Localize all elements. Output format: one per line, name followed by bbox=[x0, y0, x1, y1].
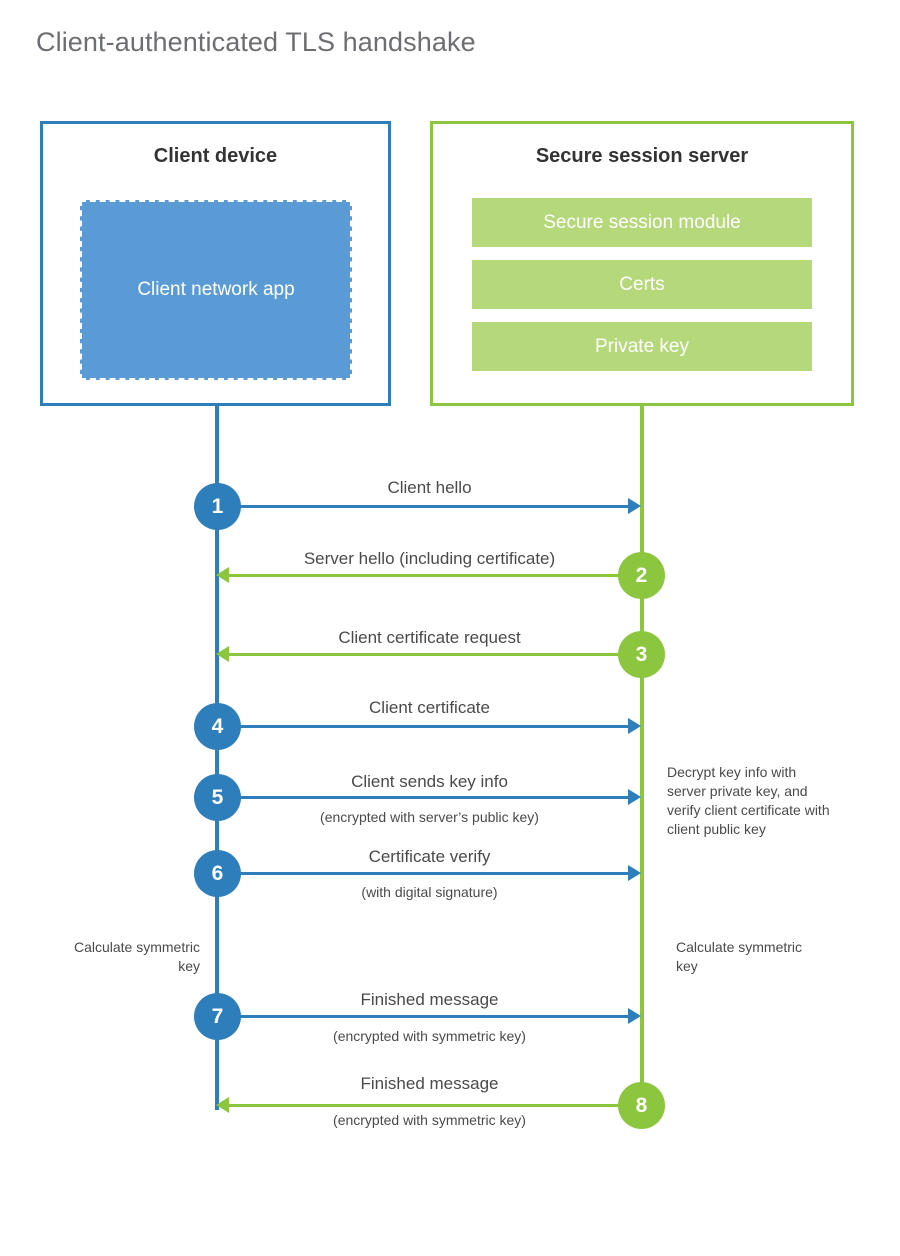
step-1-arrow-head bbox=[628, 498, 641, 514]
step-6-arrow-line bbox=[219, 872, 631, 875]
step-8-badge: 8 bbox=[618, 1082, 665, 1129]
server-decrypt-annotation: Decrypt key info with server private key… bbox=[667, 764, 830, 837]
step-5-sublabel: (encrypted with server’s public key) bbox=[320, 809, 539, 825]
step-8-arrow-head bbox=[216, 1097, 229, 1113]
step-5-arrow-line bbox=[219, 796, 631, 799]
step-7-arrow-head bbox=[628, 1008, 641, 1024]
step-8-arrow-line bbox=[228, 1104, 642, 1107]
step-4-arrow-line bbox=[219, 725, 631, 728]
step-3-badge: 3 bbox=[618, 631, 665, 678]
step-3-arrow-line bbox=[228, 653, 642, 656]
step-6-arrow-head bbox=[628, 865, 641, 881]
step-7-badge: 7 bbox=[194, 993, 241, 1040]
step-2-badge: 2 bbox=[618, 552, 665, 599]
step-6-badge: 6 bbox=[194, 850, 241, 897]
page-title: Client-authenticated TLS handshake bbox=[36, 27, 476, 57]
server-lifeline bbox=[640, 406, 644, 1106]
client-calculate-symmetric-key-annotation: Calculate symmetric key bbox=[73, 939, 200, 974]
step-1-label: Client hello bbox=[387, 478, 472, 497]
step-1-arrow-line bbox=[219, 505, 631, 508]
step-2-arrow-line bbox=[228, 574, 642, 577]
step-5-label: Client sends key info bbox=[351, 772, 508, 791]
step-3-label: Client certificate request bbox=[338, 628, 521, 647]
step-4-arrow-head bbox=[628, 718, 641, 734]
step-6-sublabel: (with digital signature) bbox=[361, 884, 498, 900]
step-1-badge: 1 bbox=[194, 483, 241, 530]
secure-session-server-title: Secure session server bbox=[535, 145, 749, 167]
step-7-sublabel: (encrypted with symmetric key) bbox=[333, 1028, 526, 1044]
step-8-label: Finished message bbox=[360, 1074, 499, 1093]
step-6-label: Certificate verify bbox=[368, 847, 491, 866]
step-7-label: Finished message bbox=[360, 990, 499, 1009]
step-8-sublabel: (encrypted with symmetric key) bbox=[333, 1112, 526, 1128]
step-7-arrow-line bbox=[219, 1015, 631, 1018]
client-lifeline bbox=[215, 406, 219, 1110]
step-5-arrow-head bbox=[628, 789, 641, 805]
server-module-list: Secure session module Certs Private key bbox=[472, 198, 812, 384]
server-module-private-key: Private key bbox=[472, 322, 812, 371]
step-4-label: Client certificate bbox=[369, 698, 490, 717]
step-2-label: Server hello (including certificate) bbox=[303, 549, 556, 568]
server-calculate-symmetric-key-annotation: Calculate symmetric key bbox=[676, 939, 803, 974]
secure-session-server-box: Secure session server Secure session mod… bbox=[430, 121, 854, 406]
step-4-badge: 4 bbox=[194, 703, 241, 750]
server-module-certs: Certs bbox=[472, 260, 812, 309]
step-3-arrow-head bbox=[216, 646, 229, 662]
client-network-app-block: Client network app bbox=[80, 200, 352, 380]
server-module-secure-session-module: Secure session module bbox=[472, 198, 812, 247]
step-5-badge: 5 bbox=[194, 774, 241, 821]
client-device-box: Client device Client network app bbox=[40, 121, 391, 406]
step-2-arrow-head bbox=[216, 567, 229, 583]
client-device-title: Client device bbox=[153, 145, 278, 167]
